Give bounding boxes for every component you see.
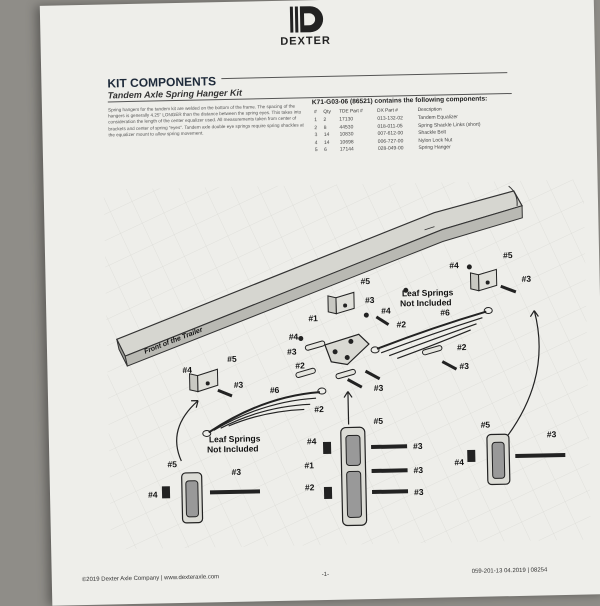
callout-4: #4	[182, 365, 192, 375]
callout-3: #3	[459, 361, 469, 371]
detail-left-hanger	[161, 472, 261, 524]
callout-4: #4	[381, 306, 391, 316]
callout-3: #3	[374, 383, 384, 393]
instruction-sheet: DEXTER KIT COMPONENTS Tandem Axle Spring…	[39, 0, 600, 606]
callout-5: #5	[227, 354, 237, 364]
callout-3: #3	[521, 274, 531, 284]
callout-3: #3	[414, 487, 424, 497]
callout-1: #1	[308, 313, 318, 323]
assembly-diagram: Front of the Trailer	[103, 179, 592, 550]
dexter-logo: DEXTER	[275, 4, 336, 48]
detail-right-hanger	[467, 433, 566, 486]
callout-5: #5	[373, 416, 383, 426]
callout-6: #6	[270, 385, 280, 395]
dexter-logo-icon	[289, 6, 324, 33]
callout-6: #6	[440, 307, 450, 317]
spring-hanger-right	[469, 268, 498, 292]
callout-4: #4	[289, 332, 299, 342]
callout-4: #4	[307, 436, 317, 446]
callout-3: #3	[287, 347, 297, 357]
detail-center-equalizer	[322, 426, 409, 527]
shackle-links-center	[295, 340, 443, 380]
callout-3: #3	[234, 380, 244, 390]
callout-4: #4	[449, 260, 459, 270]
tandem-equalizer	[324, 333, 370, 366]
callout-2: #2	[457, 342, 467, 352]
leaf-springs-note-top-2: Not Included	[400, 297, 452, 308]
callout-3: #3	[413, 441, 423, 451]
callout-2: #2	[396, 319, 406, 329]
callout-5: #5	[167, 459, 177, 469]
callout-2: #2	[314, 404, 324, 414]
shackle-bolts	[217, 264, 517, 398]
leaf-springs-note-top-1: Leaf Springs	[402, 287, 454, 298]
callout-3: #3	[413, 465, 423, 475]
footer-page-number: -1-	[321, 571, 330, 579]
callout-3: #3	[231, 467, 241, 477]
callout-5: #5	[503, 250, 513, 260]
leaf-springs-note-left-1: Leaf Springs	[209, 433, 261, 444]
callout-2: #2	[295, 360, 305, 370]
callout-4: #4	[454, 457, 464, 467]
spring-hanger-center	[327, 291, 355, 315]
callout-3: #3	[365, 295, 375, 305]
callout-3: #3	[547, 429, 557, 439]
leaf-spring-front	[202, 387, 327, 437]
callout-4: #4	[148, 490, 158, 500]
leaf-spring-rear	[370, 307, 493, 360]
callout-1: #1	[304, 460, 314, 470]
callout-5: #5	[481, 420, 491, 430]
leaf-springs-note-left-2: Not Included	[207, 443, 259, 454]
callout-5: #5	[361, 276, 371, 286]
callout-labels: #5 #4 #3 #5 #3 #4 #2 #6 #1 #4 #3 #2 #3 #…	[148, 250, 557, 500]
spring-hanger-left	[189, 368, 219, 393]
callout-2: #2	[305, 482, 315, 492]
assembly-arrows	[176, 310, 540, 462]
trailer-frame-rail	[115, 185, 523, 367]
